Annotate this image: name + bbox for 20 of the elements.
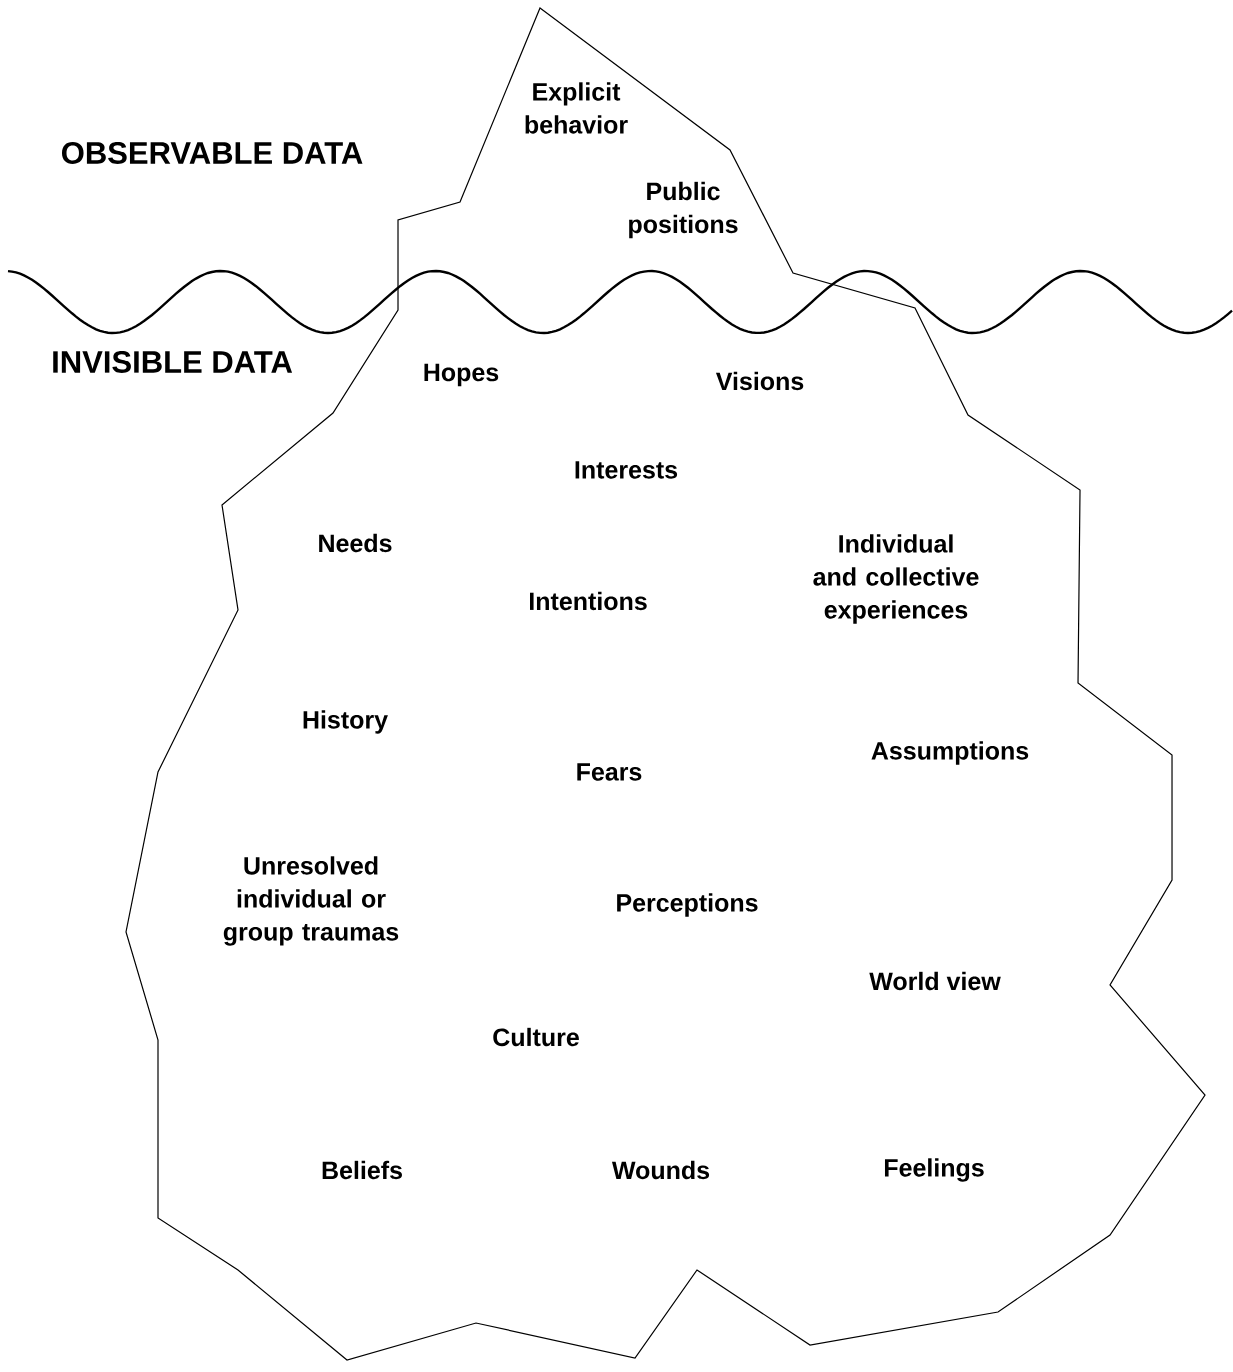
label-text: Unresolved individual or group traumas bbox=[223, 856, 399, 946]
label-text: Feelings bbox=[885, 1158, 984, 1182]
label-text: World view bbox=[869, 971, 1001, 991]
section-heading: INVISIBLE DATA bbox=[53, 351, 293, 373]
label-text: Individual and collective experiences bbox=[813, 534, 979, 624]
label-text: Wounds bbox=[612, 1160, 710, 1180]
label-text: Interests bbox=[575, 461, 678, 479]
label-text: Intentions bbox=[529, 591, 647, 611]
section-heading: OBSERVABLE DATA bbox=[62, 142, 363, 164]
label-text: Hopes bbox=[424, 363, 499, 387]
label-text: Culture bbox=[493, 1027, 579, 1047]
label-text: Explicit behavior bbox=[525, 82, 628, 134]
label-text: Perceptions bbox=[617, 893, 758, 917]
label-text: Public positions bbox=[629, 181, 738, 239]
label-text: Beliefs bbox=[322, 1160, 402, 1180]
label-text: Fears bbox=[577, 763, 642, 781]
label-text: History bbox=[303, 710, 388, 734]
label-text: Visions bbox=[715, 371, 804, 391]
label-text: Assumptions bbox=[871, 741, 1029, 765]
label-text: Needs bbox=[319, 533, 392, 553]
